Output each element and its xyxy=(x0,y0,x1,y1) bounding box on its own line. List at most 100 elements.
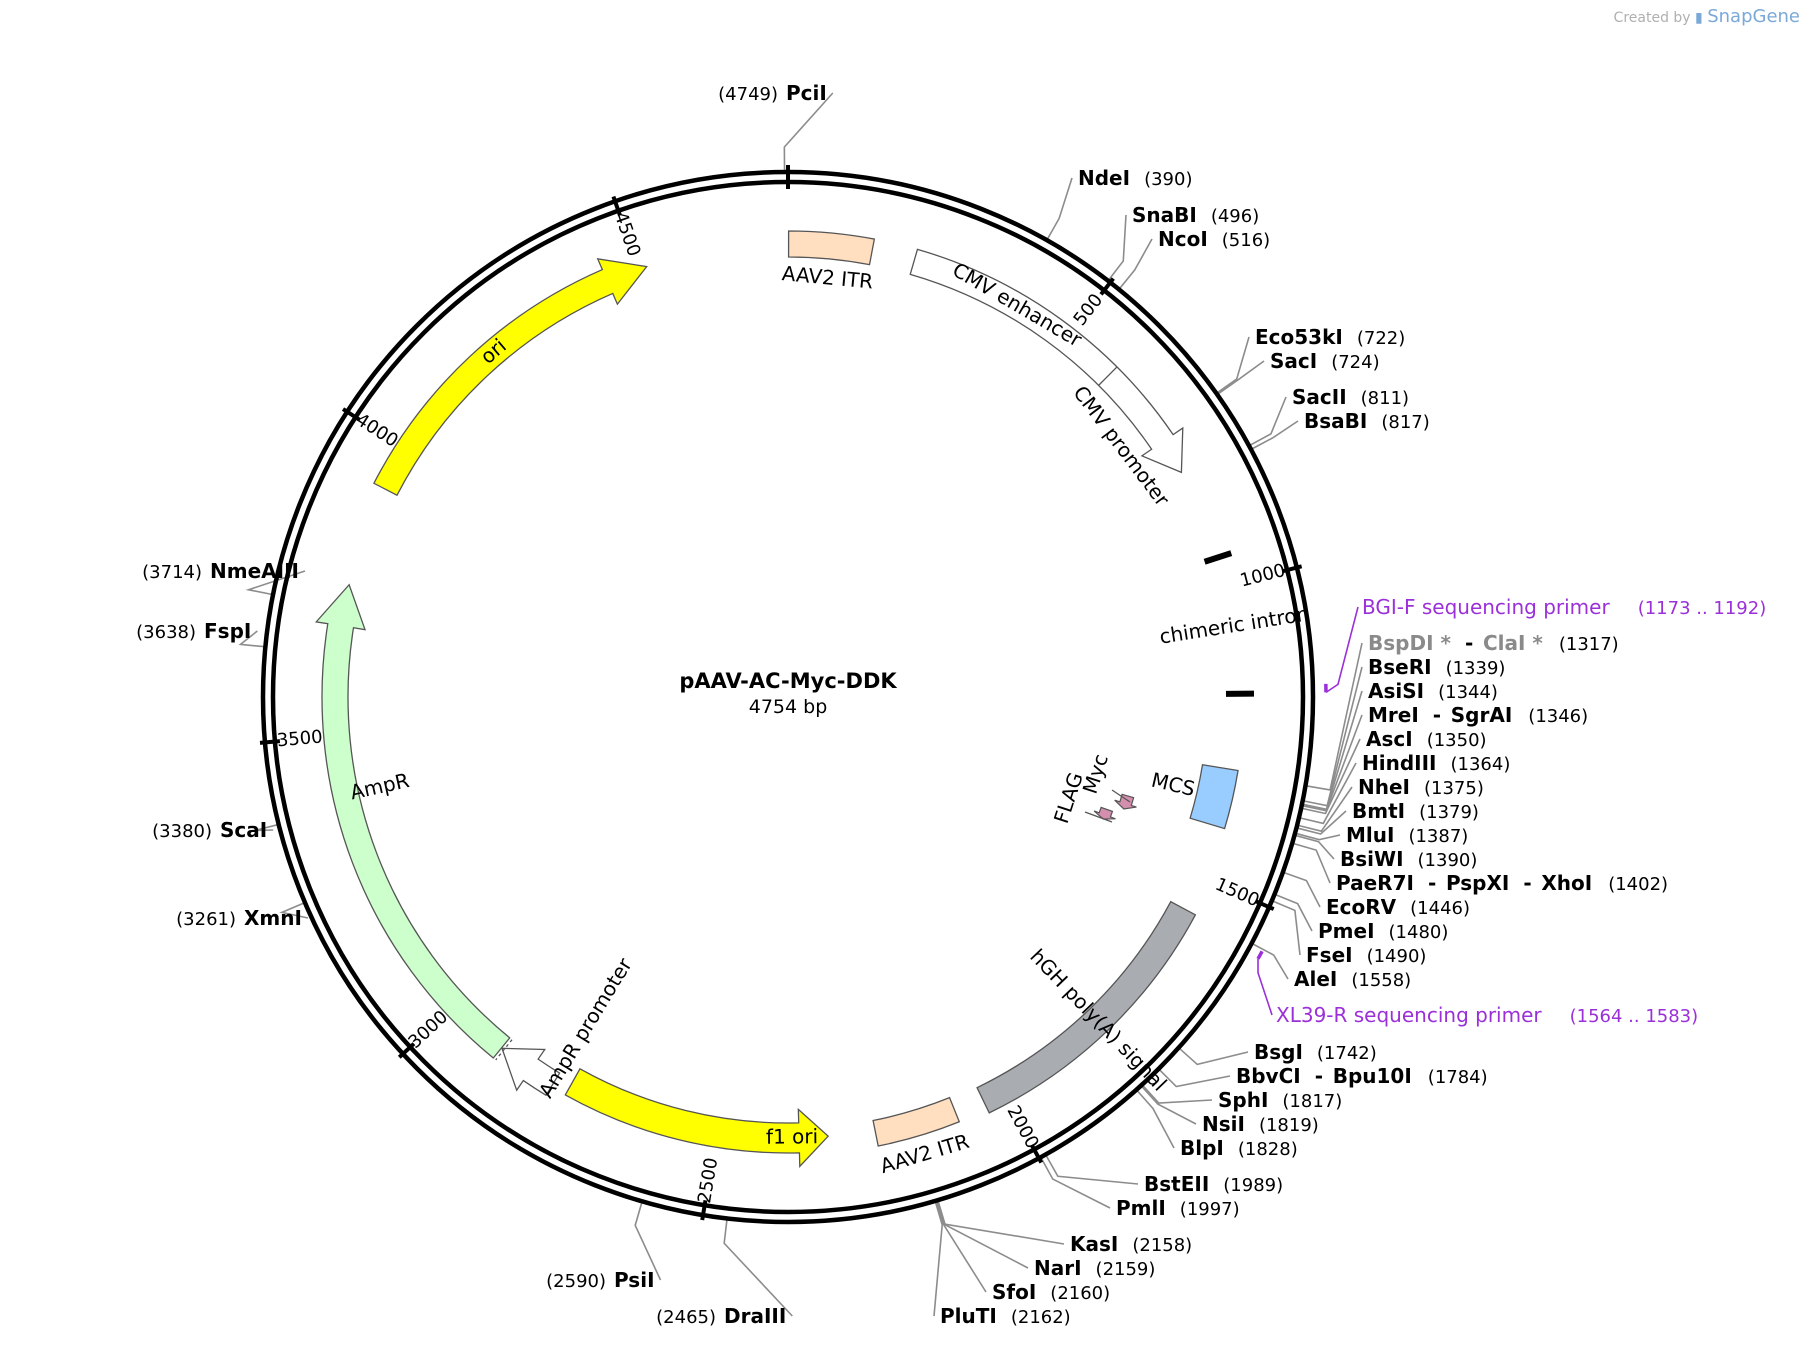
site-name-pmli[interactable]: PmlI xyxy=(1116,1196,1166,1220)
site-group-paer7i-pspxi-xhoi[interactable]: PaeR7I-PspXI-XhoI(1402) xyxy=(1336,871,1668,895)
site-name-fsei[interactable]: FseI xyxy=(1306,943,1353,967)
site-bsabi[interactable]: BsaBI(817) xyxy=(1304,409,1430,433)
site-sfoi[interactable]: SfoI(2160) xyxy=(992,1280,1110,1304)
site-name-paer7i[interactable]: PaeR7I xyxy=(1336,871,1414,895)
site-name-ndei[interactable]: NdeI xyxy=(1078,166,1130,190)
primer-bgi-f-sequencing-primer[interactable]: BGI-F sequencing primer(1173 .. 1192) xyxy=(1324,595,1766,694)
site-group-mrei-sgrai[interactable]: MreI-SgrAI(1346) xyxy=(1368,703,1588,727)
site-psii[interactable]: (2590)PsiI xyxy=(546,1268,654,1292)
primer-name-2[interactable]: XL39-R sequencing primer xyxy=(1276,1003,1542,1027)
site-name-bsgi[interactable]: BsgI xyxy=(1254,1040,1303,1064)
site-name-pspxi[interactable]: PspXI xyxy=(1446,871,1509,895)
site-draiii[interactable]: (2465)DraIII xyxy=(656,1304,786,1328)
primer-xl39-r-sequencing-primer[interactable]: XL39-R sequencing primer(1564 .. 1583) xyxy=(1256,950,1698,1027)
site-name-ncoi[interactable]: NcoI xyxy=(1158,227,1208,251)
ampr-arrow[interactable] xyxy=(314,583,511,1059)
site-nmeaiii[interactable]: (3714)NmeAIII xyxy=(142,559,299,583)
site-scai[interactable]: (3380)ScaI xyxy=(152,818,267,842)
site-saci[interactable]: SacI(724) xyxy=(1270,349,1380,373)
site-sacii[interactable]: SacII(811) xyxy=(1292,385,1409,409)
site-snabi[interactable]: SnaBI(496) xyxy=(1132,203,1259,227)
site-name-bspdi[interactable]: BspDI * xyxy=(1368,631,1451,655)
site-sphi[interactable]: SphI(1817) xyxy=(1218,1088,1342,1112)
site-name-sphi[interactable]: SphI xyxy=(1218,1088,1268,1112)
site-asisi[interactable]: AsiSI(1344) xyxy=(1368,679,1498,703)
flag-tag-arrow[interactable] xyxy=(1093,806,1116,820)
f1-ori-arrow[interactable] xyxy=(564,1067,830,1168)
site-name-kasi[interactable]: KasI xyxy=(1070,1232,1118,1256)
site-name-nsii[interactable]: NsiI xyxy=(1202,1112,1245,1136)
site-name-eco53ki[interactable]: Eco53kI xyxy=(1255,325,1343,349)
primer-name-1[interactable]: BGI-F sequencing primer xyxy=(1362,595,1610,619)
site-name-hindiii[interactable]: HindIII xyxy=(1362,751,1436,775)
site-name-mrei[interactable]: MreI xyxy=(1368,703,1419,727)
site-name-bmti[interactable]: BmtI xyxy=(1352,799,1405,823)
plasmid-name[interactable]: pAAV-AC-Myc-DDK xyxy=(679,669,897,693)
site-fspi[interactable]: (3638)FspI xyxy=(136,619,251,643)
site-name-xhoi[interactable]: XhoI xyxy=(1541,871,1592,895)
site-bsgi[interactable]: BsgI(1742) xyxy=(1254,1040,1377,1064)
site-name-clai[interactable]: ClaI * xyxy=(1483,631,1543,655)
site-name-pcii[interactable]: PciI xyxy=(786,81,827,105)
mcs-box[interactable] xyxy=(1189,763,1239,830)
site-nsii[interactable]: NsiI(1819) xyxy=(1202,1112,1319,1136)
site-name-sacii[interactable]: SacII xyxy=(1292,385,1347,409)
site-name-nmeaiii[interactable]: NmeAIII xyxy=(210,559,299,583)
site-eco53ki[interactable]: Eco53kI(722) xyxy=(1255,325,1405,349)
site-name-nari[interactable]: NarI xyxy=(1034,1256,1082,1280)
site-name-sgrai[interactable]: SgrAI xyxy=(1451,703,1513,727)
site-name-saci[interactable]: SacI xyxy=(1270,349,1317,373)
site-fsei[interactable]: FseI(1490) xyxy=(1306,943,1426,967)
site-name-snabi[interactable]: SnaBI xyxy=(1132,203,1197,227)
site-kasi[interactable]: KasI(2158) xyxy=(1070,1232,1192,1256)
site-bsiwi[interactable]: BsiWI(1390) xyxy=(1340,847,1477,871)
aav2-itr-right-box[interactable] xyxy=(872,1096,961,1147)
site-bseri[interactable]: BseRI(1339) xyxy=(1368,655,1505,679)
site-pmei[interactable]: PmeI(1480) xyxy=(1318,919,1448,943)
site-name-ecorv[interactable]: EcoRV xyxy=(1326,895,1397,919)
site-ndei[interactable]: NdeI(390) xyxy=(1078,166,1192,190)
site-name-bseri[interactable]: BseRI xyxy=(1368,655,1432,679)
site-name-bsabi[interactable]: BsaBI xyxy=(1304,409,1367,433)
site-name-scai[interactable]: ScaI xyxy=(220,818,267,842)
site-hindiii[interactable]: HindIII(1364) xyxy=(1362,751,1510,775)
site-pluti[interactable]: PluTI(2162) xyxy=(940,1304,1071,1328)
site-name-bbvci[interactable]: BbvCI xyxy=(1236,1064,1301,1088)
site-name-pmei[interactable]: PmeI xyxy=(1318,919,1375,943)
site-alei[interactable]: AleI(1558) xyxy=(1294,967,1411,991)
site-xmni[interactable]: (3261)XmnI xyxy=(176,906,302,930)
site-group-bspdi-clai[interactable]: BspDI *-ClaI *(1317) xyxy=(1368,631,1619,655)
cmv-enhancer-promoter-arrow[interactable] xyxy=(909,248,1184,474)
site-blpi[interactable]: BlpI(1828) xyxy=(1180,1136,1298,1160)
site-name-bsiwi[interactable]: BsiWI xyxy=(1340,847,1404,871)
site-name-nhei[interactable]: NheI xyxy=(1358,775,1410,799)
site-name-asisi[interactable]: AsiSI xyxy=(1368,679,1424,703)
site-asci[interactable]: AscI(1350) xyxy=(1366,727,1487,751)
site-name-mlui[interactable]: MluI xyxy=(1346,823,1394,847)
site-name-asci[interactable]: AscI xyxy=(1366,727,1413,751)
site-nari[interactable]: NarI(2159) xyxy=(1034,1256,1155,1280)
site-name-alei[interactable]: AleI xyxy=(1294,967,1337,991)
site-nhei[interactable]: NheI(1375) xyxy=(1358,775,1484,799)
site-name-blpi[interactable]: BlpI xyxy=(1180,1136,1224,1160)
site-bsteii[interactable]: BstEII(1989) xyxy=(1144,1172,1283,1196)
site-name-xmni[interactable]: XmnI xyxy=(244,906,302,930)
site-mlui[interactable]: MluI(1387) xyxy=(1346,823,1468,847)
site-pcii[interactable]: (4749)PciI xyxy=(718,81,827,105)
site-pmli[interactable]: PmlI(1997) xyxy=(1116,1196,1240,1220)
site-ncoi[interactable]: NcoI(516) xyxy=(1158,227,1270,251)
site-name-fspi[interactable]: FspI xyxy=(204,619,251,643)
hgh-polya-box[interactable] xyxy=(976,900,1197,1114)
ori-arrow[interactable] xyxy=(373,258,648,497)
site-name-psii[interactable]: PsiI xyxy=(614,1268,655,1292)
site-name-draiii[interactable]: DraIII xyxy=(724,1304,786,1328)
aav2-itr-left-box[interactable] xyxy=(787,230,876,266)
site-name-sfoi[interactable]: SfoI xyxy=(992,1280,1036,1304)
site-name-pluti[interactable]: PluTI xyxy=(940,1304,997,1328)
site-name-bpu10i[interactable]: Bpu10I xyxy=(1333,1064,1412,1088)
ampr-promoter-arrow[interactable] xyxy=(501,1047,561,1097)
site-bmti[interactable]: BmtI(1379) xyxy=(1352,799,1479,823)
site-group-bbvci-bpu10i[interactable]: BbvCI-Bpu10I(1784) xyxy=(1236,1064,1488,1088)
myc-tag-arrow[interactable] xyxy=(1114,793,1137,810)
site-ecorv[interactable]: EcoRV(1446) xyxy=(1326,895,1470,919)
